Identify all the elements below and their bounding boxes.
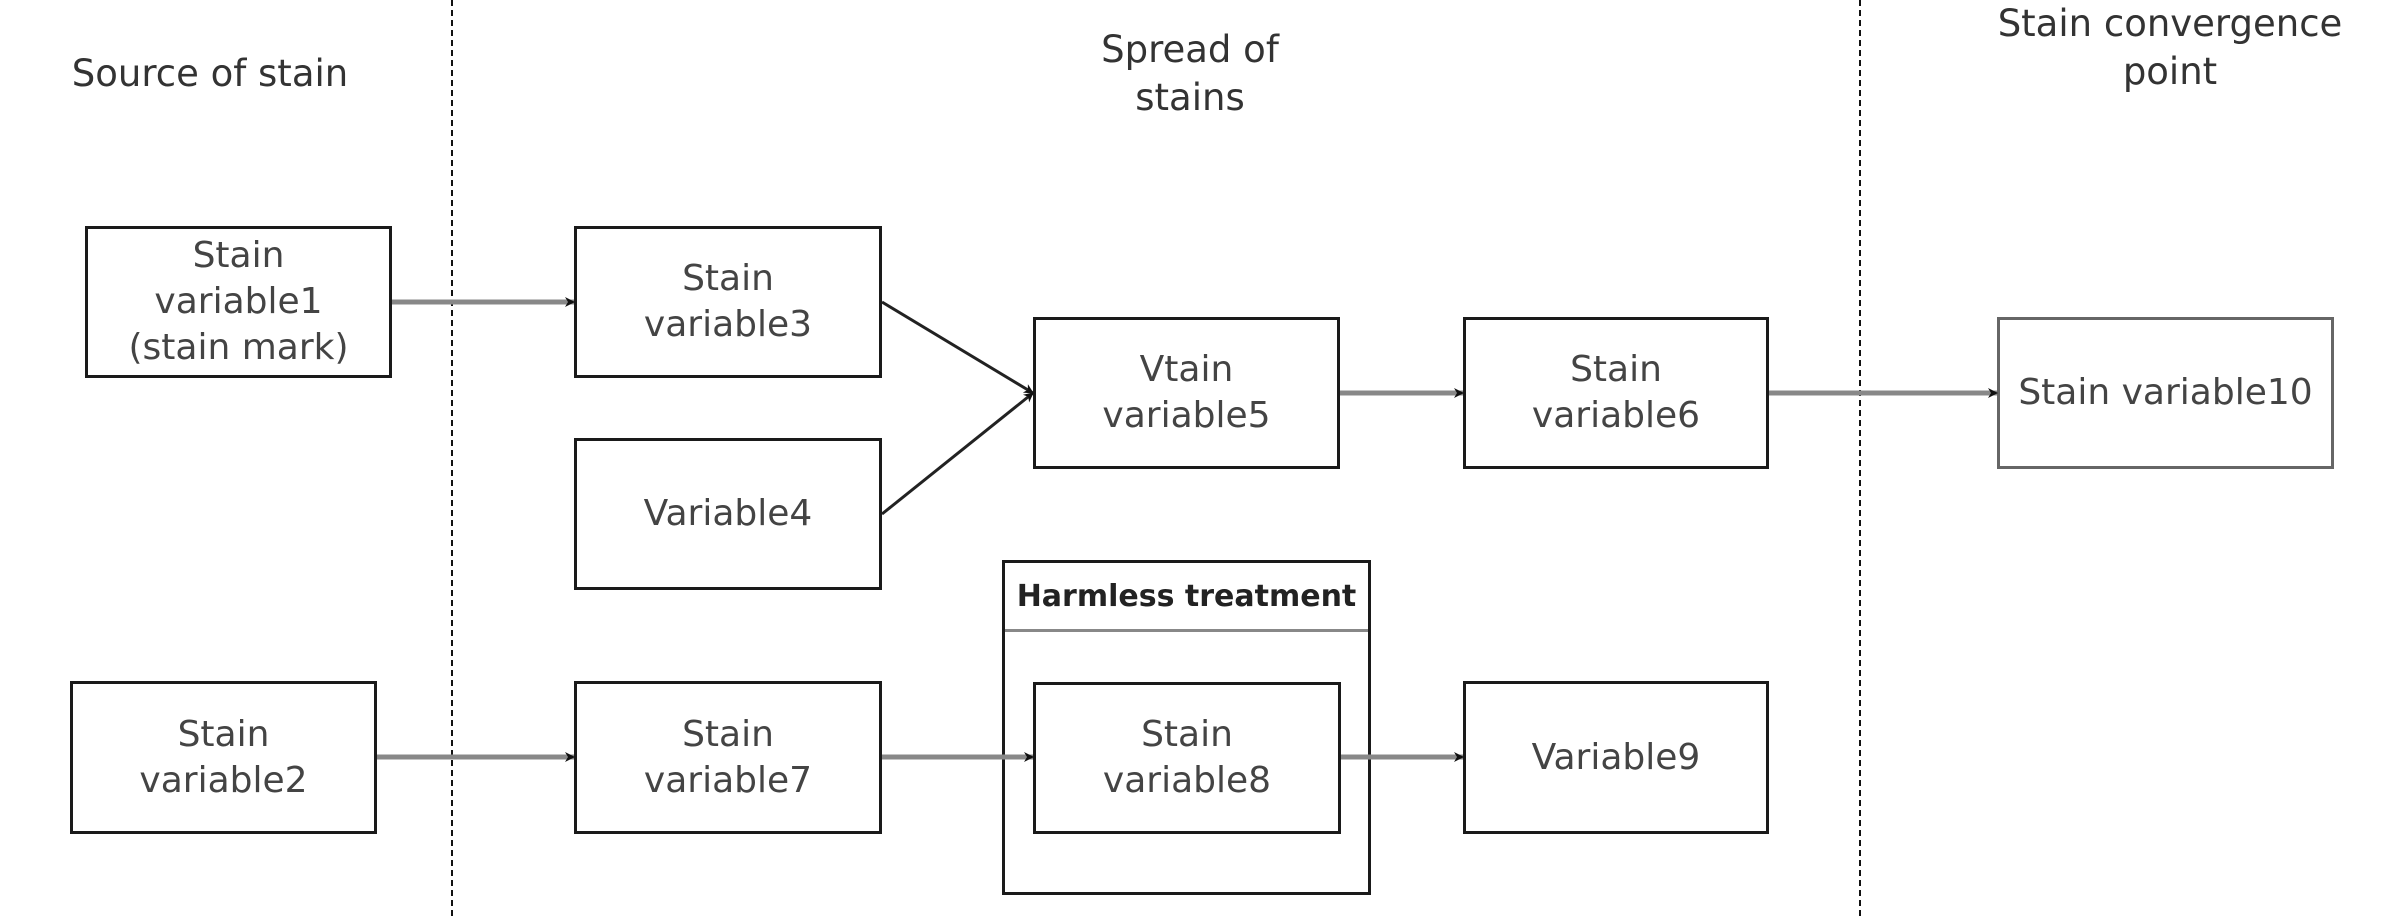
node-stain-variable8[interactable]: Stain variable8 [1033,682,1341,834]
node-stain-variable6[interactable]: Stain variable6 [1463,317,1769,469]
edge-v4-to-v5[interactable] [881,391,1034,516]
edge-v3-to-v5[interactable] [881,300,1034,395]
node-stain-variable1[interactable]: Stain variable1 (stain mark) [85,226,392,378]
node-variable9[interactable]: Variable9 [1463,681,1769,834]
node-stain-variable7[interactable]: Stain variable7 [574,681,882,834]
node-vtain-variable5[interactable]: Vtain variable5 [1033,317,1340,469]
section-title-spread: Spread of stains [1101,28,1279,119]
section-divider-spread-convergence [1859,0,1861,916]
section-title-source: Source of stain [71,52,349,95]
section-title-convergence: Stain convergence point [1997,2,2343,93]
node-stain-variable10[interactable]: Stain variable10 [1997,317,2334,469]
node-variable4[interactable]: Variable4 [574,438,882,590]
node-stain-variable3[interactable]: Stain variable3 [574,226,882,378]
harmless-treatment-title: Harmless treatment [1005,563,1368,632]
node-stain-variable2[interactable]: Stain variable2 [70,681,377,834]
section-divider-source-spread [451,0,453,916]
